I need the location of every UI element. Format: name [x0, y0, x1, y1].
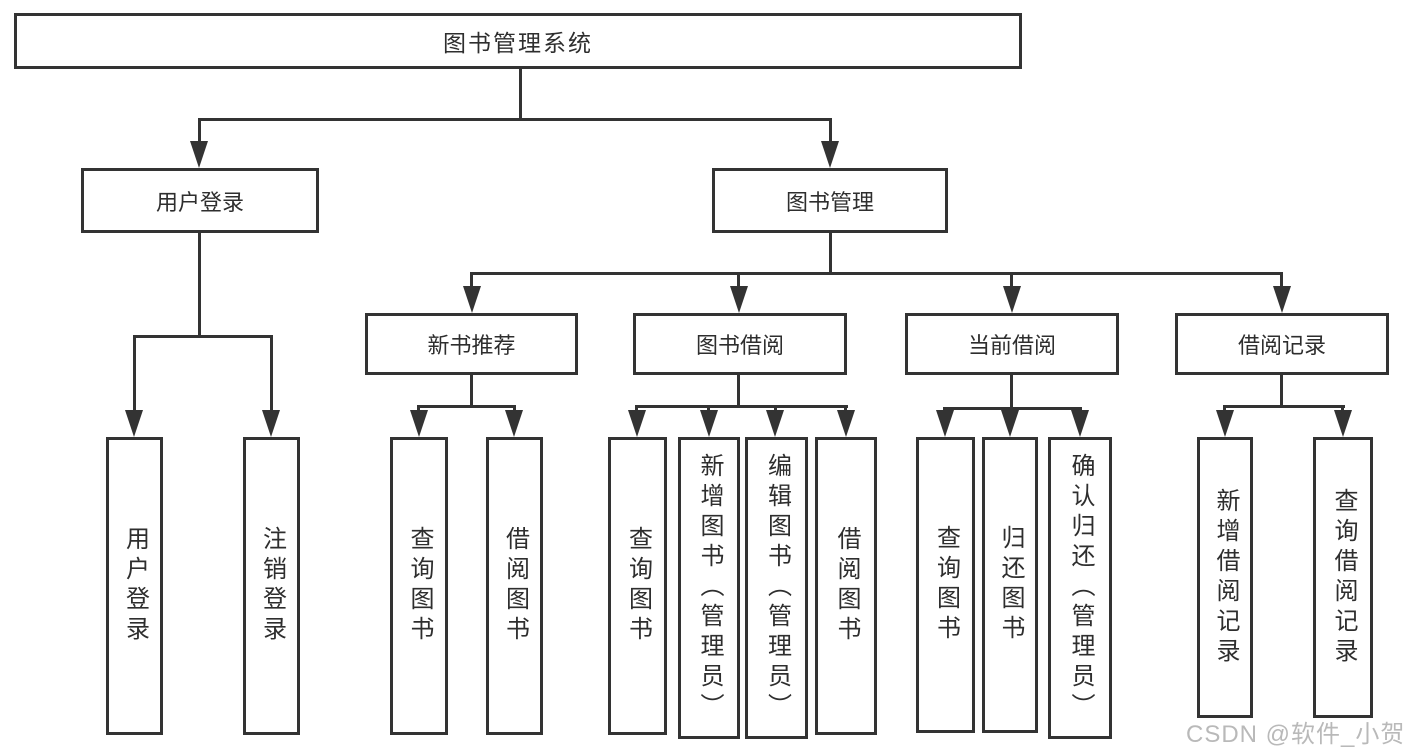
connector-line	[470, 272, 1283, 275]
leaf-borrow-books: 借阅图书	[815, 437, 877, 735]
arrow-down-icon	[1216, 410, 1234, 437]
node-current-borrow: 当前借阅	[905, 313, 1119, 375]
connector-line	[1280, 272, 1283, 295]
arrow-down-icon	[1334, 410, 1352, 437]
arrow-down-icon	[766, 410, 784, 437]
arrow-down-icon	[628, 410, 646, 437]
connector-line	[1280, 375, 1283, 405]
node-book-management: 图书管理	[712, 168, 948, 233]
node-book-borrow: 图书借阅	[633, 313, 847, 375]
connector-line	[943, 407, 1082, 410]
connector-line	[198, 118, 201, 150]
arrow-down-icon	[1001, 410, 1019, 437]
arrow-down-icon	[1273, 286, 1291, 313]
arrow-down-icon	[700, 410, 718, 437]
connector-line	[737, 272, 740, 295]
leaf-add-borrow-record: 新增借阅记录	[1197, 437, 1253, 718]
connector-line	[737, 375, 740, 405]
connector-line	[417, 405, 516, 408]
node-new-book-recommend: 新书推荐	[365, 313, 578, 375]
connector-line	[829, 118, 832, 150]
root-node-library-system: 图书管理系统	[14, 13, 1022, 69]
connector-line	[635, 405, 848, 408]
arrow-down-icon	[1071, 410, 1089, 437]
leaf-add-books-admin: 新增图书（管理员）	[678, 437, 740, 739]
leaf-query-borrow-record: 查询借阅记录	[1313, 437, 1373, 718]
leaf-logout-login: 注销登录	[243, 437, 300, 735]
leaf-edit-books-admin: 编辑图书（管理员）	[745, 437, 808, 739]
watermark: CSDN @软件_小贺同学	[1186, 721, 1405, 747]
arrow-down-icon	[262, 410, 280, 437]
connector-line	[133, 335, 273, 338]
leaf-confirm-return-admin: 确认归还（管理员）	[1048, 437, 1112, 739]
leaf-return-books: 归还图书	[982, 437, 1038, 733]
leaf-query-books-recommend: 查询图书	[390, 437, 448, 735]
node-user-login: 用户登录	[81, 168, 319, 233]
connector-line	[519, 69, 522, 118]
connector-line	[1223, 405, 1345, 408]
connector-line	[133, 335, 136, 419]
arrow-down-icon	[410, 410, 428, 437]
connector-line	[198, 118, 832, 121]
arrow-down-icon	[837, 410, 855, 437]
leaf-user-login: 用户登录	[106, 437, 163, 735]
leaf-borrow-books-recommend: 借阅图书	[486, 437, 543, 735]
connector-line	[1010, 272, 1013, 295]
arrow-down-icon	[190, 141, 208, 168]
connector-line	[270, 335, 273, 419]
arrow-down-icon	[463, 286, 481, 313]
node-borrow-records: 借阅记录	[1175, 313, 1389, 375]
leaf-query-books-borrow: 查询图书	[608, 437, 667, 735]
arrow-down-icon	[125, 410, 143, 437]
connector-line	[470, 375, 473, 405]
arrow-down-icon	[821, 141, 839, 168]
connector-line	[470, 272, 473, 295]
connector-line	[198, 233, 201, 335]
connector-line	[829, 233, 832, 272]
arrow-down-icon	[936, 410, 954, 437]
arrow-down-icon	[1003, 286, 1021, 313]
leaf-query-books-current: 查询图书	[916, 437, 975, 733]
arrow-down-icon	[505, 410, 523, 437]
arrow-down-icon	[730, 286, 748, 313]
connector-line	[1010, 375, 1013, 407]
